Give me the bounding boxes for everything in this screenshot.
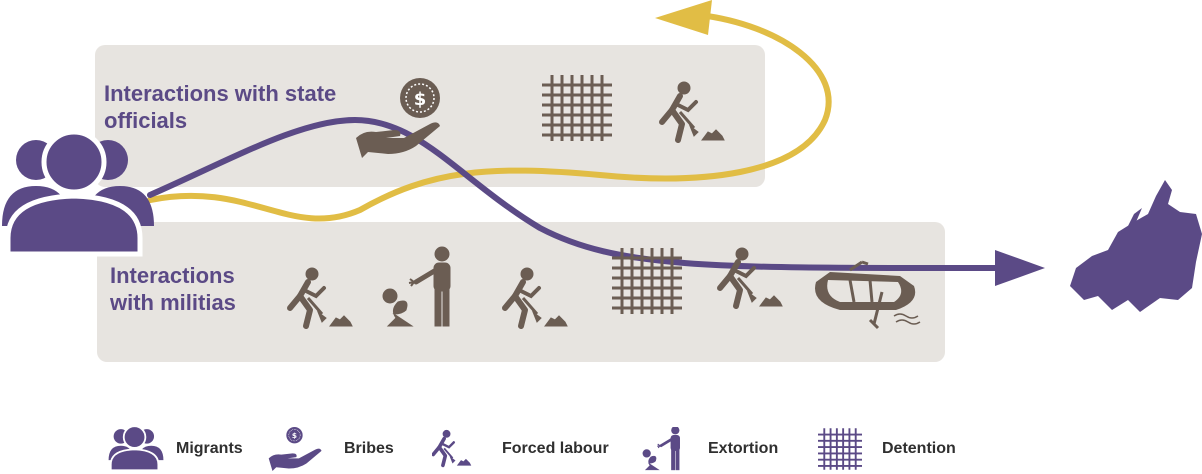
state-officials-panel [95, 45, 765, 187]
legend-item-migrants: Migrants [104, 424, 243, 474]
extortion-icon [641, 427, 682, 471]
forced-labour-icon [290, 268, 352, 326]
forced-labour-icon [432, 428, 472, 468]
detention-grid-icon [610, 246, 684, 316]
legend-item-forced-labour: Forced labour [432, 424, 609, 474]
purple-route [147, 116, 1003, 272]
forced-labour-icon [505, 268, 567, 326]
migrants-icon [2, 132, 154, 254]
legend-item-extortion: Extortion [636, 424, 778, 474]
europe-map-icon [1070, 180, 1202, 312]
gold-route [147, 12, 832, 222]
militias-label: Interactions with militias [110, 263, 236, 315]
legend-label-migrants: Migrants [176, 440, 243, 457]
gold-route-arrowhead [655, 0, 712, 35]
legend-item-detention: Detention [818, 424, 956, 474]
migrants-icon [107, 427, 165, 471]
dinghy-icon [815, 260, 921, 330]
forced-labour-icon [720, 248, 782, 306]
legend-label-forced-labour: Forced labour [502, 440, 609, 457]
legend-label-detention: Detention [882, 440, 956, 457]
legend-label-bribes: Bribes [344, 440, 394, 457]
detention-grid-icon [540, 73, 614, 143]
legend: Migrants Bribes Forced labour Extortion … [0, 424, 1202, 474]
purple-route-arrowhead [995, 250, 1045, 286]
legend-item-bribes: Bribes [262, 424, 394, 474]
detention-grid-icon [818, 427, 862, 471]
state-officials-label: Interactions with state officials [104, 81, 337, 133]
extortion-icon [383, 247, 450, 326]
legend-label-extortion: Extortion [708, 440, 779, 457]
bribe-hand-icon [268, 427, 322, 471]
forced-labour-icon [662, 82, 724, 140]
coin-icon [399, 77, 441, 119]
